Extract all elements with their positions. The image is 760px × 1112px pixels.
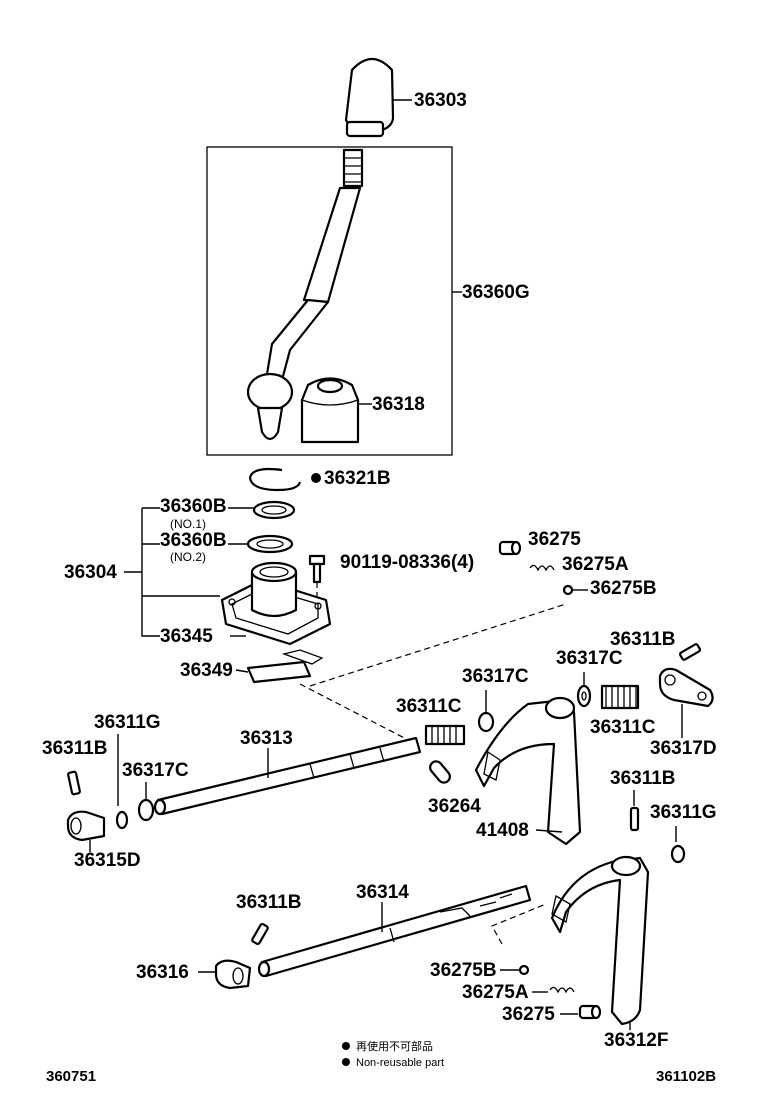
bolt	[308, 554, 326, 584]
ball-low	[518, 964, 530, 976]
label-36314: 36314	[356, 882, 409, 903]
clip-right	[670, 844, 686, 864]
note-no1: (NO.1)	[170, 517, 206, 531]
note-no2: (NO.2)	[170, 550, 206, 564]
label-36313: 36313	[240, 728, 293, 749]
label-36275A-top: 36275A	[562, 554, 629, 575]
ball-36275B	[562, 584, 574, 596]
label-36316: 36316	[136, 962, 189, 983]
ref-right: 361102B	[656, 1068, 716, 1085]
pin-low	[251, 922, 269, 946]
washer-right	[576, 684, 592, 708]
label-36264: 36264	[428, 796, 481, 817]
leader-36349	[235, 669, 249, 673]
label-36360G: 36360G	[462, 282, 530, 303]
ref-left: 360751	[46, 1068, 96, 1085]
lever-retainer	[220, 561, 332, 646]
legend-en: Non-reusable part	[356, 1057, 444, 1069]
label-36317C-left: 36317C	[122, 760, 189, 781]
label-36304: 36304	[64, 562, 117, 583]
label-36275-low: 36275	[502, 1004, 555, 1025]
spring-low	[549, 986, 575, 994]
assembly-line-a	[309, 603, 567, 687]
label-36360B-no2: 36360B	[160, 530, 227, 551]
legend-dot-jp	[342, 1042, 350, 1050]
label-36275-top: 36275	[528, 529, 581, 550]
block-36317D	[658, 667, 714, 708]
label-36311G-left: 36311G	[94, 712, 161, 733]
non-reusable-dot	[311, 473, 321, 483]
washer-no1	[252, 500, 296, 520]
label-36349: 36349	[180, 660, 233, 681]
snap-ring	[248, 467, 302, 492]
lever-assembly-box	[206, 146, 453, 456]
pin-left	[67, 770, 81, 796]
shift-lever	[246, 148, 364, 441]
head-36315D	[66, 810, 106, 842]
pin-mid	[629, 806, 640, 832]
label-36312F: 36312F	[604, 1030, 668, 1051]
label-36303: 36303	[414, 90, 467, 111]
pin-right	[678, 643, 702, 661]
label-41408: 41408	[476, 820, 529, 841]
label-36275B-top: 36275B	[590, 578, 657, 599]
label-36275B-low: 36275B	[430, 960, 497, 981]
label-36311B-right: 36311B	[610, 629, 676, 650]
label-36321B: 36321B	[324, 468, 391, 489]
washer-left	[137, 798, 155, 822]
shift-knob	[344, 57, 395, 138]
label-36317C-right: 36317C	[556, 648, 623, 669]
plug-low	[578, 1004, 602, 1020]
plug-36275	[498, 540, 522, 556]
legend-dot-en	[342, 1058, 350, 1066]
label-90119: 90119-08336(4)	[340, 552, 474, 573]
label-36311C-mid: 36311C	[396, 696, 462, 717]
shift-fork-36312F	[550, 855, 650, 1026]
label-36315D: 36315D	[74, 850, 141, 871]
label-36311B-mid: 36311B	[610, 768, 676, 789]
bracket-36304	[124, 507, 220, 637]
spring-36275A	[529, 564, 555, 572]
plate	[246, 649, 324, 684]
spring-mid	[424, 724, 466, 746]
label-36311B-left: 36311B	[42, 738, 108, 759]
lever-boot	[300, 377, 360, 444]
spring-right	[600, 684, 640, 710]
shift-shaft-36314	[257, 884, 532, 978]
head-36316	[214, 959, 252, 990]
label-36317C-mid: 36317C	[462, 666, 529, 687]
washer-mid	[477, 711, 495, 733]
assembly-line-b	[299, 683, 417, 745]
label-36360B-no1: 36360B	[160, 496, 227, 517]
label-36311G-right: 36311G	[650, 802, 717, 823]
label-36311B-low: 36311B	[236, 892, 302, 913]
pin-36264	[429, 760, 451, 784]
label-36275A-low: 36275A	[462, 982, 529, 1003]
shift-fork-41408	[474, 696, 582, 846]
label-36317D: 36317D	[650, 738, 717, 759]
label-36311C-right: 36311C	[590, 717, 656, 738]
legend-jp: 再使用不可部品	[356, 1039, 433, 1053]
label-36345: 36345	[160, 626, 213, 647]
assembly-line-c	[491, 903, 547, 945]
shift-shaft-36313	[153, 736, 422, 816]
label-36318: 36318	[372, 394, 425, 415]
clip-left	[115, 810, 129, 830]
washer-no2	[246, 534, 294, 554]
